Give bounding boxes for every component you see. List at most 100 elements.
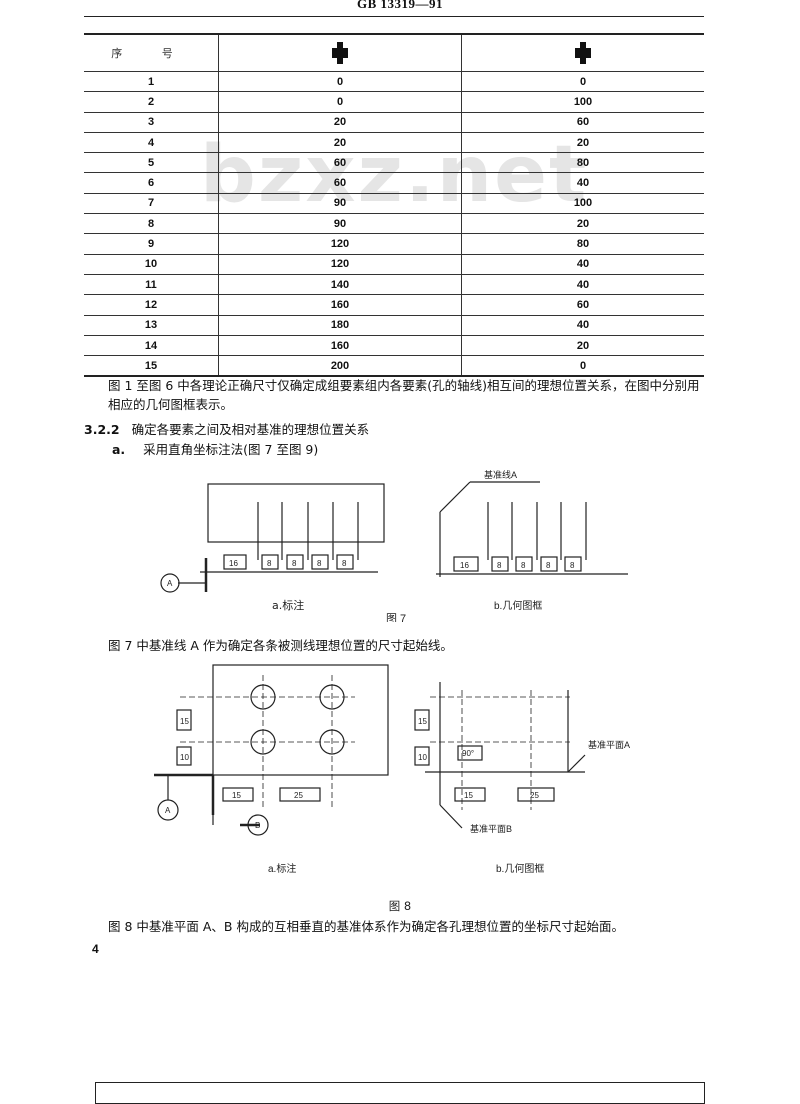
fig8a-drawing: [154, 664, 389, 836]
figure-8: 15 10 15 25 A B a.标注 15 10 90° 15 25 基准平…: [154, 664, 630, 875]
standard-header: GB 13319—91: [356, 0, 444, 11]
page-number: 4: [92, 942, 99, 956]
x-cell: 0: [218, 70, 462, 92]
fig8-caption-b: b.几何图框: [496, 862, 544, 875]
y-cell: 20: [461, 213, 704, 234]
seq-header: 序 号: [111, 47, 191, 60]
footer-box: [95, 1082, 705, 1104]
fig8a-dim-10: 10: [180, 753, 189, 762]
x-cell: 160: [218, 334, 462, 356]
x-cell: 200: [218, 355, 462, 378]
header-rule: [84, 16, 704, 17]
x-cell: 180: [218, 314, 462, 336]
y-cell: 0: [461, 70, 704, 92]
y-cell: 40: [461, 273, 704, 295]
section-3-2-2: 3.2.2 确定各要素之间及相对基准的理想位置关系: [84, 420, 369, 439]
symbol-x-icon: [332, 42, 348, 64]
seq-cell: 15: [84, 355, 219, 378]
x-cell: 20: [218, 131, 462, 153]
x-cell: 60: [218, 152, 462, 173]
x-cell: 120: [218, 253, 462, 275]
paragraph-fig7: 图 7 中基准线 A 作为确定各条被测线理想位置的尺寸起始线。: [108, 636, 453, 655]
paragraph-text: 图 1 至图 6 中各理论正确尺寸仅确定成组要素组内各要素(孔的轴线)相互间的理…: [108, 378, 700, 412]
y-cell: 100: [461, 91, 704, 113]
fig8a-datum-a: A: [165, 806, 171, 815]
y-cell: 100: [461, 192, 704, 214]
fig7a-dim-8: 8: [267, 559, 272, 568]
fig8b-dim-15: 15: [418, 717, 427, 726]
x-cell: 120: [218, 233, 462, 255]
table-header-row: 序 号: [84, 33, 704, 72]
seq-cell: 1: [84, 70, 219, 92]
y-cell: 80: [461, 233, 704, 255]
fig7a-drawing: [160, 483, 385, 593]
y-cell: 20: [461, 334, 704, 356]
fig8-caption-a: a.标注: [268, 862, 296, 875]
fig8a-dim-15h: 15: [232, 791, 241, 800]
seq-cell: 10: [84, 253, 219, 275]
fig7a-dim-16: 16: [229, 559, 238, 568]
paragraph-text: 图 7 中基准线 A 作为确定各条被测线理想位置的尺寸起始线。: [108, 638, 453, 653]
fig8b-dim-15h: 15: [464, 791, 473, 800]
x-cell: 140: [218, 273, 462, 295]
y-cell: 40: [461, 172, 704, 194]
fig8b-dim-90: 90°: [462, 749, 474, 758]
fig7a-datum-a: A: [167, 579, 173, 588]
fig8b-dim-10: 10: [418, 753, 427, 762]
fig7-caption-a: a.标注: [272, 598, 304, 612]
y-cell: 80: [461, 152, 704, 173]
item-a: a. 采用直角坐标注法(图 7 至图 9): [112, 440, 318, 459]
fig7b-dim-8: 8: [521, 561, 526, 570]
fig8a-datum-b: B: [255, 821, 260, 830]
y-cell: 40: [461, 253, 704, 275]
y-cell: 20: [461, 131, 704, 153]
fig8b-drawing: [414, 682, 586, 829]
seq-cell: 9: [84, 233, 219, 255]
seq-cell: 2: [84, 91, 219, 113]
fig8b-datum-a-label: 基准平面A: [588, 739, 630, 750]
fig8b-dim-25: 25: [530, 791, 539, 800]
x-cell: 160: [218, 294, 462, 316]
seq-cell: 7: [84, 192, 219, 214]
fig7a-dim-8: 8: [317, 559, 322, 568]
y-cell: 60: [461, 294, 704, 316]
symbol-y-icon: [575, 42, 591, 64]
fig7-caption-b: b.几何图框: [494, 599, 542, 612]
seq-cell: 14: [84, 334, 219, 356]
fig7a-dim-8: 8: [342, 559, 347, 568]
paragraph-fig1-6: 图 1 至图 6 中各理论正确尺寸仅确定成组要素组内各要素(孔的轴线)相互间的理…: [108, 376, 708, 414]
section-number: 3.2.2: [84, 422, 120, 437]
y-cell: 60: [461, 111, 704, 133]
paragraph-text: 图 8 中基准平面 A、B 构成的互相垂直的基准体系作为确定各孔理想位置的坐标尺…: [108, 919, 624, 934]
fig8-title: 图 8: [388, 899, 412, 913]
fig7a-dim-8: 8: [292, 559, 297, 568]
fig7b-dim-8: 8: [546, 561, 551, 570]
seq-cell: 4: [84, 131, 219, 153]
fig7b-dim-8: 8: [497, 561, 502, 570]
seq-cell: 12: [84, 294, 219, 316]
paragraph-fig8: 图 8 中基准平面 A、B 构成的互相垂直的基准体系作为确定各孔理想位置的坐标尺…: [108, 917, 624, 936]
x-cell: 90: [218, 192, 462, 214]
section-title: 确定各要素之间及相对基准的理想位置关系: [131, 422, 370, 437]
fig7-title: 图 7: [386, 612, 406, 622]
seq-cell: 11: [84, 273, 219, 295]
y-cell: 40: [461, 314, 704, 336]
x-cell: 0: [218, 91, 462, 113]
fig7b-dim-8: 8: [570, 561, 575, 570]
seq-cell: 13: [84, 314, 219, 336]
fig8a-dim-15: 15: [180, 717, 189, 726]
seq-cell: 5: [84, 152, 219, 173]
